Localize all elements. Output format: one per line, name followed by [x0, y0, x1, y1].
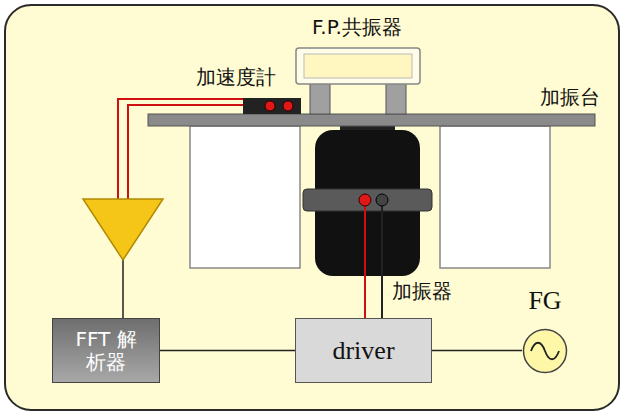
signal-source-symbol — [522, 328, 568, 374]
accelerometer — [243, 98, 301, 114]
support-pillar — [440, 126, 550, 268]
sensor-cable — [118, 99, 262, 200]
sine-symbol — [531, 343, 559, 360]
resonator-mount — [386, 80, 406, 114]
box-label: FFT 解析器 — [70, 328, 142, 374]
part-label: F.P.共振器 — [312, 16, 402, 39]
support-pillar — [190, 126, 300, 268]
shaker-table — [148, 114, 595, 126]
background-panel — [5, 5, 619, 410]
device-label: FG — [528, 286, 561, 316]
resonator-mount — [310, 80, 330, 114]
part-label: 加振器 — [392, 280, 452, 303]
box-label: driver — [332, 336, 394, 366]
fp-resonator — [296, 48, 420, 84]
driver-box: driver — [295, 318, 432, 383]
signal-wire — [122, 258, 124, 318]
terminal — [283, 101, 293, 111]
shaker-band — [303, 189, 432, 211]
terminal — [359, 194, 371, 206]
part-label: 加振台 — [540, 86, 600, 109]
resonator-spacer — [304, 54, 412, 78]
signal-cable — [160, 350, 295, 352]
function-generator: FG — [522, 286, 568, 374]
analyzer-box: FFT 解析器 — [52, 318, 160, 383]
ground-wire — [381, 206, 383, 318]
source-circle — [524, 330, 567, 373]
terminal — [376, 194, 388, 206]
part-label: 加速度計 — [196, 66, 276, 89]
signal-wire — [364, 206, 366, 318]
amplifier-symbol — [83, 199, 163, 260]
terminal — [265, 101, 275, 111]
signal-cable — [432, 350, 522, 352]
